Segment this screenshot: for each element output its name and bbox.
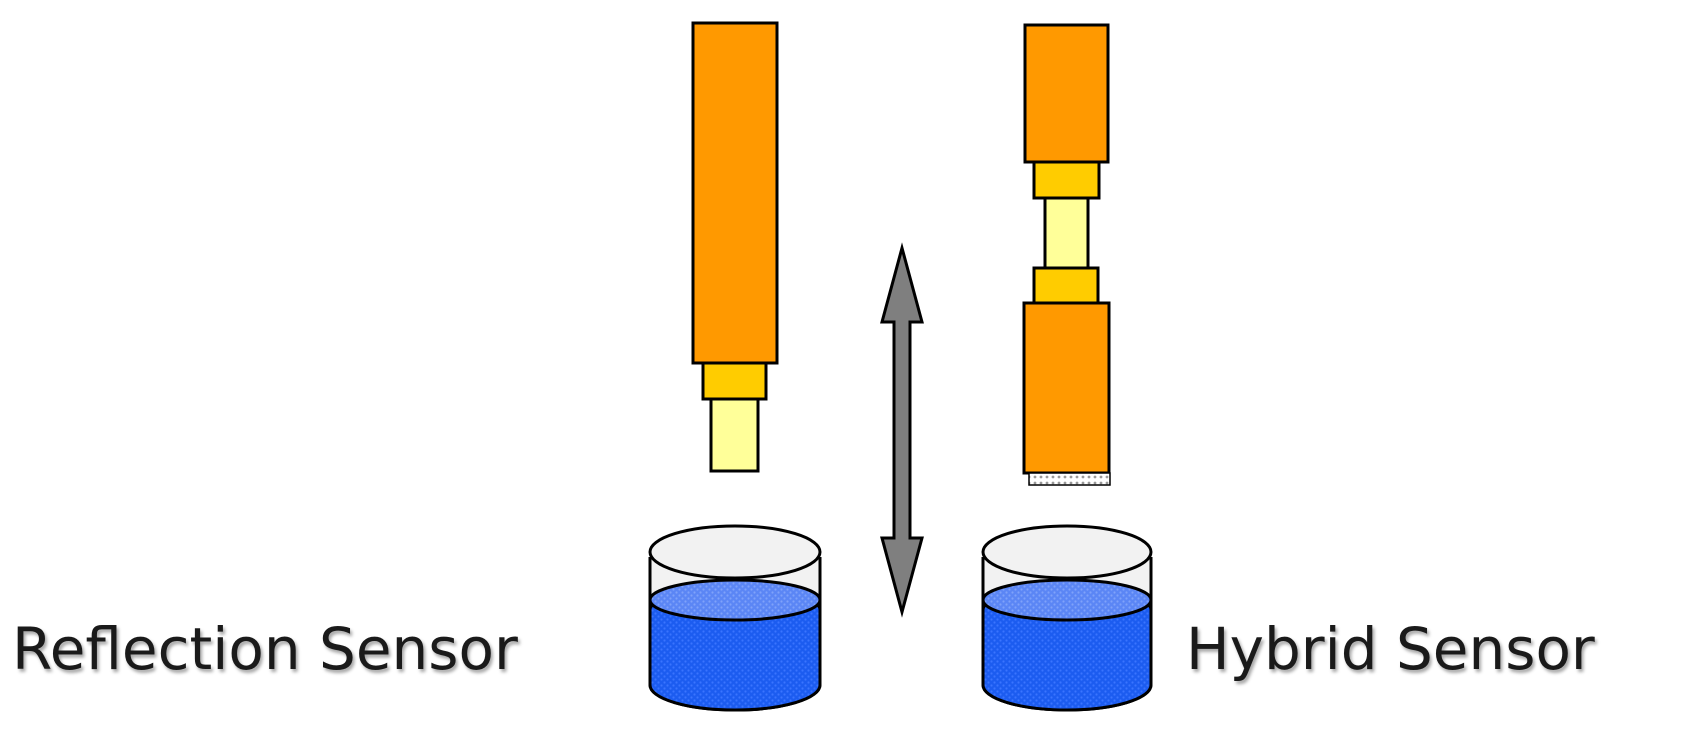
double-headed-vertical-arrow-icon (880, 242, 924, 618)
reflection-probe-fiber-tip (709, 397, 760, 473)
reflection-probe-collar (701, 361, 768, 401)
hybrid-probe-upper-collar (1032, 160, 1101, 200)
hybrid-probe-lower-body (1022, 301, 1111, 475)
hybrid-probe-upper-body (1023, 23, 1110, 164)
left-beaker (648, 524, 822, 712)
reflection-probe-body (691, 21, 779, 365)
hybrid-probe-sensing-tip (1028, 472, 1111, 486)
right-beaker-liquid-surface (981, 578, 1153, 622)
right-beaker (981, 524, 1153, 712)
left-beaker-rim (648, 524, 822, 580)
reflection-sensor-label: Reflection Sensor (12, 615, 518, 683)
hybrid-probe-fiber-segment (1043, 196, 1090, 270)
right-beaker-rim (981, 524, 1153, 580)
hybrid-sensor-label: Hybrid Sensor (1186, 615, 1595, 683)
reflection-probe (691, 21, 779, 473)
left-beaker-liquid-surface (648, 578, 822, 622)
hybrid-probe (1022, 23, 1111, 486)
hybrid-probe-lower-collar (1032, 266, 1100, 305)
